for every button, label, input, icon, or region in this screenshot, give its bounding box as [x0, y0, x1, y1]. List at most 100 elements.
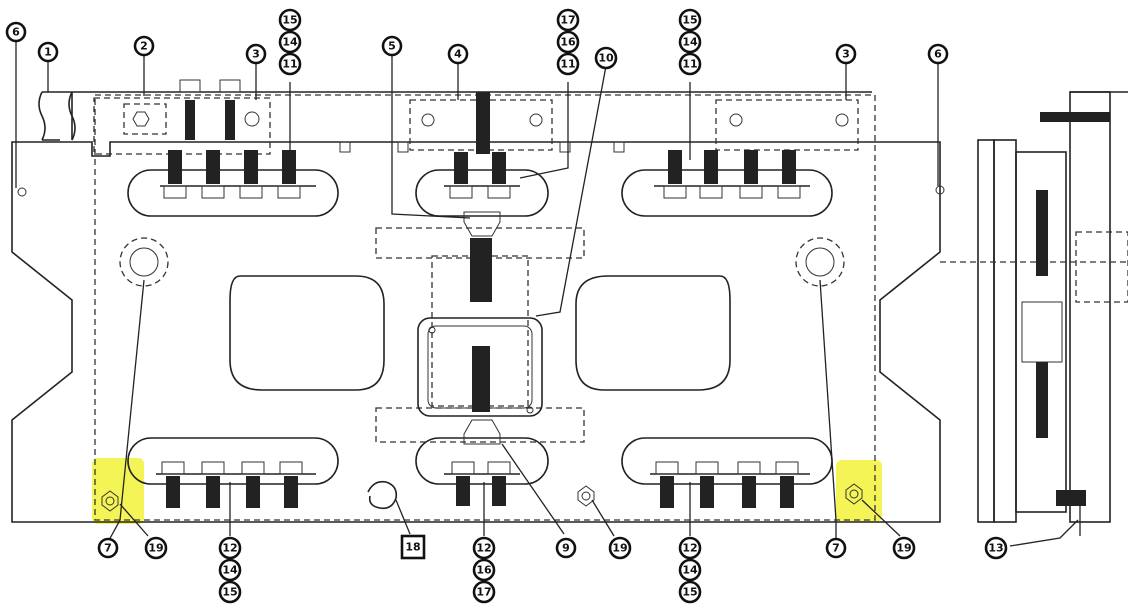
slot-bottom-right	[621, 437, 833, 508]
callout-15: 15	[678, 8, 702, 32]
window-right	[575, 275, 731, 391]
svg-text:17: 17	[560, 14, 575, 27]
roller-right	[795, 237, 845, 287]
svg-text:13: 13	[988, 542, 1003, 555]
svg-text:14: 14	[682, 564, 698, 577]
svg-text:15: 15	[682, 14, 697, 27]
svg-text:7: 7	[832, 542, 840, 555]
svg-text:5: 5	[388, 40, 396, 53]
pin-hole-right	[935, 185, 945, 195]
top-rail	[38, 91, 872, 141]
callout-18: 18	[400, 534, 426, 560]
svg-text:15: 15	[282, 14, 297, 27]
svg-text:9: 9	[562, 542, 570, 555]
pin-hole-left	[17, 187, 27, 197]
highlight-left	[92, 458, 144, 524]
svg-text:12: 12	[682, 542, 697, 555]
svg-text:15: 15	[682, 586, 697, 599]
svg-text:11: 11	[560, 58, 575, 71]
callout-13: 13	[984, 536, 1008, 560]
callout-14: 14	[278, 30, 302, 54]
hex-nut-left	[101, 490, 119, 512]
slot-bottom-left	[127, 437, 339, 508]
svg-text:16: 16	[476, 564, 492, 577]
callout-12: 12	[218, 536, 242, 560]
callout-12: 12	[678, 536, 702, 560]
callout-12: 12	[472, 536, 496, 560]
callout-7-right: 7	[825, 537, 847, 559]
svg-text:17: 17	[476, 586, 491, 599]
svg-text:19: 19	[612, 542, 627, 555]
highlight-right	[836, 460, 882, 522]
callout-11: 11	[278, 52, 302, 76]
svg-text:6: 6	[12, 26, 20, 39]
callout-9: 9	[555, 537, 577, 559]
callout-5: 5	[381, 35, 403, 57]
svg-text:18: 18	[405, 541, 420, 554]
callout-stack-bottom-right: 12 14 15	[678, 536, 702, 604]
callout-2: 2	[133, 35, 155, 57]
callout-14: 14	[218, 558, 242, 582]
callout-17: 17	[556, 8, 580, 32]
callout-stack-bottom-center: 12 16 17	[472, 536, 496, 604]
roller-left	[119, 237, 169, 287]
callout-19-center: 19	[608, 536, 632, 560]
svg-text:6: 6	[934, 48, 942, 61]
callout-19-right: 19	[892, 536, 916, 560]
hex-nut-right	[845, 483, 863, 505]
slot-top-left	[127, 150, 339, 217]
callout-stack-top-right: 15 14 11	[678, 8, 702, 76]
svg-text:14: 14	[282, 36, 298, 49]
center-stop-assembly	[375, 211, 585, 445]
callout-19-left: 19	[144, 536, 168, 560]
lock-washer	[367, 480, 398, 510]
callout-4: 4	[447, 43, 469, 65]
rail-notches	[339, 141, 625, 153]
svg-text:3: 3	[252, 48, 260, 61]
svg-text:16: 16	[560, 36, 576, 49]
svg-text:3: 3	[842, 48, 850, 61]
svg-text:14: 14	[682, 36, 698, 49]
svg-text:19: 19	[896, 542, 911, 555]
callout-15: 15	[218, 580, 242, 604]
leader-lines	[15, 42, 1079, 547]
svg-text:11: 11	[682, 58, 697, 71]
callout-11: 11	[678, 52, 702, 76]
side-view	[940, 91, 1128, 536]
callout-15: 15	[678, 580, 702, 604]
clamp-block-left	[93, 79, 271, 155]
callout-6-right: 6	[927, 43, 949, 65]
carriage-plate	[11, 141, 941, 523]
svg-text:10: 10	[598, 52, 614, 65]
callout-10: 10	[594, 46, 618, 70]
svg-text:12: 12	[222, 542, 237, 555]
callout-11: 11	[556, 52, 580, 76]
svg-text:19: 19	[148, 542, 163, 555]
callout-stack-top-center: 17 16 11	[556, 8, 580, 76]
callout-17: 17	[472, 580, 496, 604]
callout-1: 1	[37, 41, 59, 63]
callout-14: 14	[678, 558, 702, 582]
hex-nut-center	[577, 485, 595, 507]
svg-text:11: 11	[282, 58, 297, 71]
svg-text:14: 14	[222, 564, 238, 577]
callout-3-left: 3	[245, 43, 267, 65]
callout-stack-bottom-left: 12 14 15	[218, 536, 242, 604]
svg-text:1: 1	[44, 46, 52, 59]
window-left	[229, 275, 385, 391]
slot-top-center	[415, 152, 549, 217]
callout-16: 16	[472, 558, 496, 582]
callout-stack-top-left: 15 14 11	[278, 8, 302, 76]
callout-6-left: 6	[5, 21, 27, 43]
svg-text:2: 2	[140, 40, 148, 53]
clamp-block-center	[409, 92, 553, 154]
callout-15: 15	[278, 8, 302, 32]
svg-text:4: 4	[454, 48, 462, 61]
slot-top-right	[621, 150, 833, 217]
callout-3-right: 3	[835, 43, 857, 65]
svg-text:12: 12	[476, 542, 491, 555]
callout-7-left: 7	[97, 537, 119, 559]
svg-text:15: 15	[222, 586, 237, 599]
callout-14: 14	[678, 30, 702, 54]
